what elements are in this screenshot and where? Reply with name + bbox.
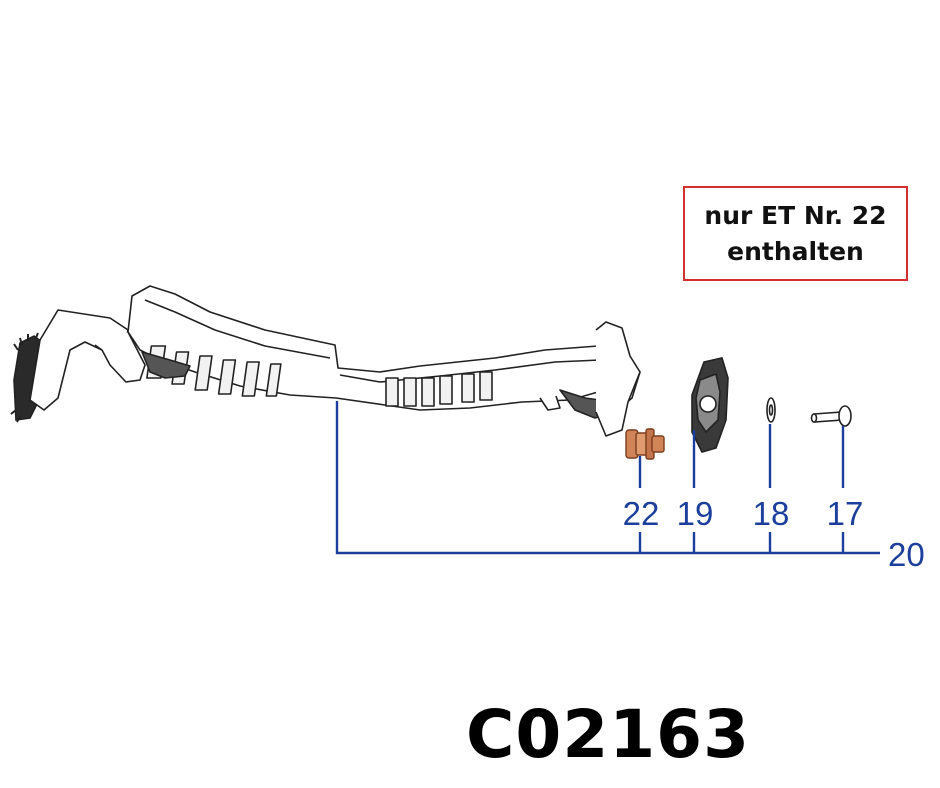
part-number-18: 18 — [753, 495, 790, 532]
part-19-knob — [691, 357, 729, 453]
leader-lines — [335, 401, 880, 555]
part-22-adapter — [625, 428, 665, 460]
part-number-17: 17 — [827, 495, 864, 532]
note-line-1: nur ET Nr. 22 — [704, 200, 887, 230]
part-number-19: 19 — [677, 495, 714, 532]
note-line-2: enthalten — [727, 236, 864, 266]
part-number-22: 22 — [623, 495, 660, 532]
headband-frame — [29, 285, 641, 437]
note-box: nur ET Nr. 22 enthalten — [683, 186, 908, 281]
part-number-20: 20 — [888, 536, 925, 573]
part-17-screw — [810, 405, 852, 427]
article-code: C02163 — [465, 696, 751, 773]
part-18-washer — [766, 397, 776, 423]
